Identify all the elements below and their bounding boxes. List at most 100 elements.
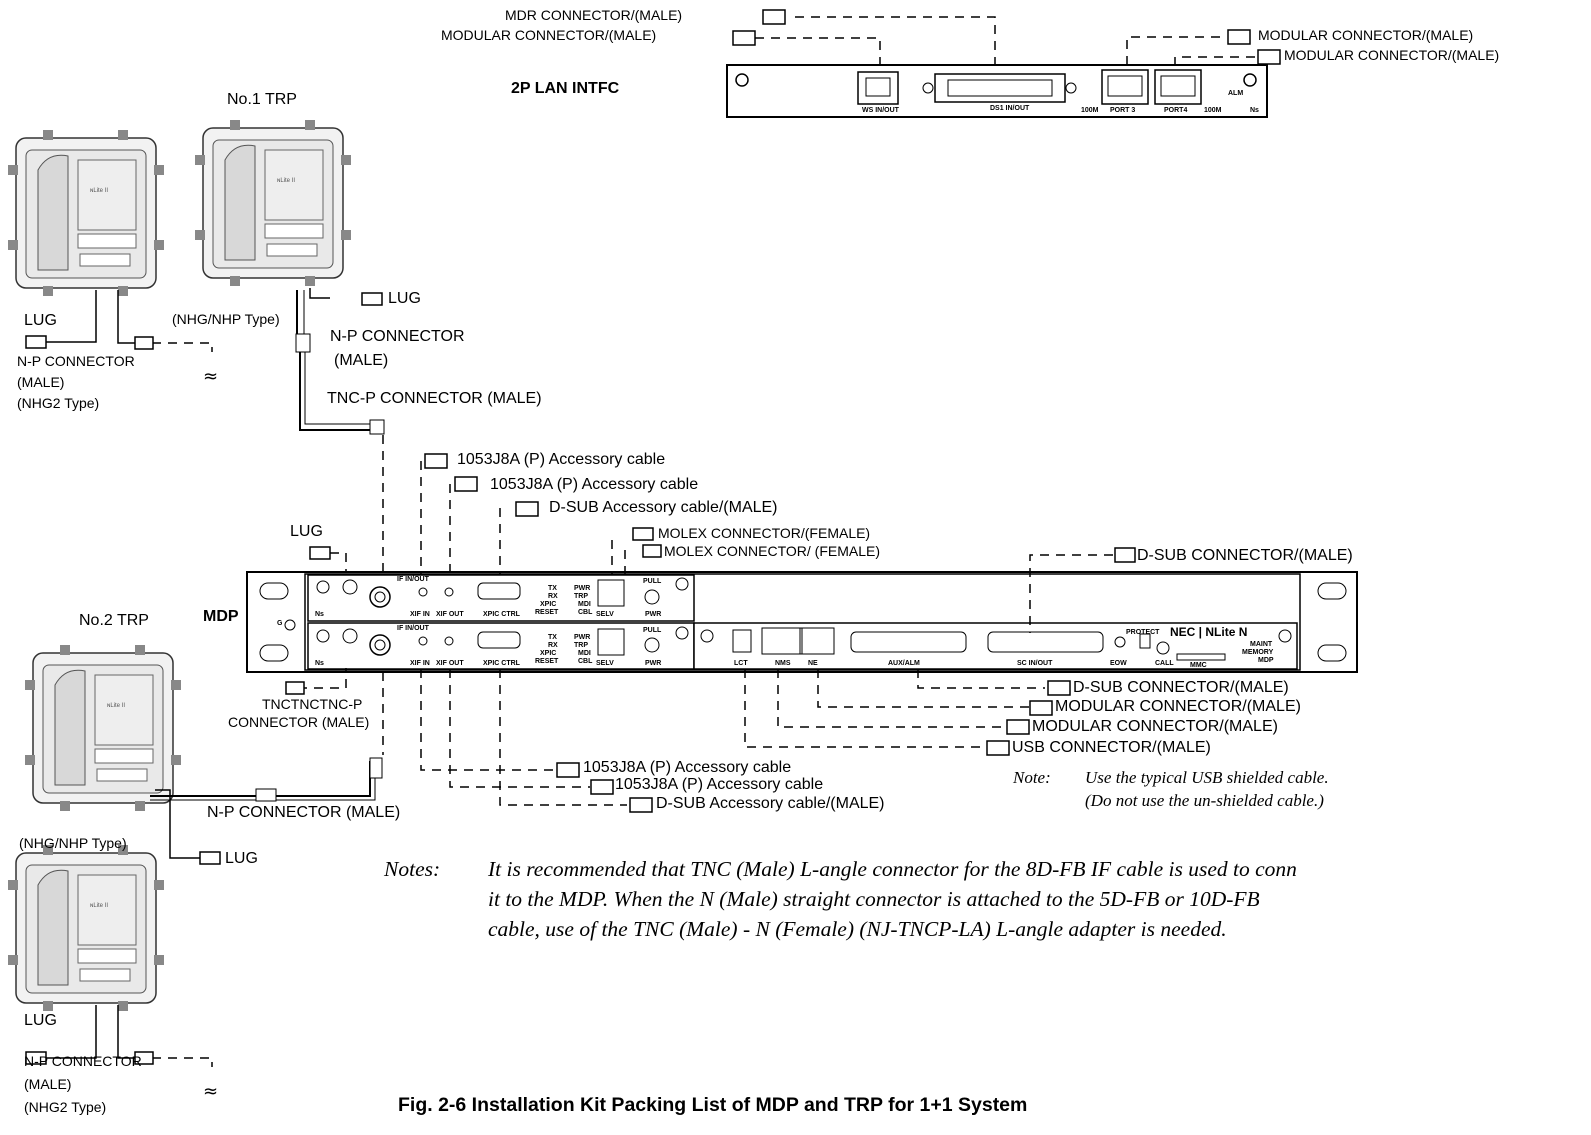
notes-line1: It is recommended that TNC (Male) L-angl… [488, 856, 1297, 883]
trp1-tnc-connector: TNC-P CONNECTOR (MALE) [327, 391, 542, 407]
if-inout-label-1: IF IN/OUT [397, 576, 429, 583]
xif-out-label-2: XIF OUT [436, 660, 464, 667]
led-100m-1: 100M [1081, 107, 1099, 114]
usb-note-line1: Use the typical USB shielded cable. [1085, 767, 1329, 789]
trp-led-label-1: TRP [574, 593, 588, 600]
mmc-label: MMC [1190, 662, 1207, 669]
trp2-title: No.2 TRP [79, 613, 149, 629]
trp2-nhp-unit [25, 645, 181, 811]
led-100m-2: 100M [1204, 107, 1222, 114]
ns-label-1: Ns [315, 611, 324, 618]
rx-label-1: RX [548, 593, 558, 600]
reset-label-1: RESET [535, 609, 558, 616]
maint-led: MAINT [1250, 641, 1272, 648]
trp2-nhg2-unit [8, 845, 164, 1011]
protect-label: PROTECT [1126, 629, 1159, 636]
trp1-title: No.1 TRP [227, 92, 297, 108]
modular-connector-label-2: MODULAR CONNECTOR/(MALE) [1258, 28, 1473, 42]
callout-dsub-connector-bottom: D-SUB CONNECTOR/(MALE) [1073, 680, 1289, 696]
svg-text:≈: ≈ [203, 366, 218, 387]
usb-note-line2: (Do not use the un-shielded cable.) [1085, 790, 1324, 812]
pwr-led-label-2: PWR [574, 634, 590, 641]
callout-1053j8a-bottom-2: 1053J8A (P) Accessory cable [615, 777, 823, 793]
mdp-chassis [247, 572, 1357, 672]
reset-label-2: RESET [535, 658, 558, 665]
trp2-nhg2-type: (NHG2 Type) [24, 1100, 106, 1114]
sc-inout-label: SC IN/OUT [1017, 660, 1052, 667]
pwr-label-1: PWR [645, 611, 661, 618]
notes-label: Notes: [384, 856, 440, 883]
ne-label: NE [808, 660, 818, 667]
nms-label: NMS [775, 660, 791, 667]
pwr-label-2: PWR [645, 660, 661, 667]
svg-text:≈: ≈ [203, 1081, 218, 1102]
xpic-ctrl-label-1: XPIC CTRL [483, 611, 520, 618]
lan-intfc-title: 2P LAN INTFC [511, 81, 619, 97]
trp1-lug-right: LUG [388, 291, 421, 307]
mdr-connector-label: MDR CONNECTOR/(MALE) [505, 8, 682, 22]
trp2-np-connector-right: N-P CONNECTOR (MALE) [207, 805, 400, 821]
eow-label: EOW [1110, 660, 1127, 667]
mdi-led-label-2: MDI [578, 650, 591, 657]
xif-in-label-2: XIF IN [410, 660, 430, 667]
port-4-label: PORT4 [1164, 107, 1187, 114]
notes-line3: cable, use of the TNC (Male) - N (Female… [488, 916, 1227, 943]
cbl-led-label-2: CBL [578, 658, 592, 665]
call-label: CALL [1155, 660, 1174, 667]
callout-usb-connector: USB CONNECTOR/(MALE) [1012, 740, 1211, 756]
memory-led: MEMORY [1242, 649, 1273, 656]
callout-modular-connector-2: MODULAR CONNECTOR/(MALE) [1032, 719, 1278, 735]
brand-logo: NEC | NLite N [1170, 626, 1247, 638]
xpic-label-1: XPIC [540, 601, 556, 608]
tx-label-2: TX [548, 634, 557, 641]
led-alm: ALM [1228, 90, 1243, 97]
trp-led-label-2: TRP [574, 642, 588, 649]
aux-alm-label: AUX/ALM [888, 660, 920, 667]
ns-label-2: Ns [315, 660, 324, 667]
trp2-np-connector: N-P CONNECTOR [24, 1054, 142, 1068]
callout-1053j8a-bottom-1: 1053J8A (P) Accessory cable [583, 760, 791, 776]
callout-molex-1: MOLEX CONNECTOR/(FEMALE) [658, 526, 870, 540]
callout-dsub-accessory-bottom: D-SUB Accessory cable/(MALE) [656, 796, 885, 812]
figure-caption: Fig. 2-6 Installation Kit Packing List o… [398, 1094, 1027, 1117]
mdp-led: MDP [1258, 657, 1274, 664]
callout-molex-2: MOLEX CONNECTOR/ (FEMALE) [664, 544, 880, 558]
port-3-label: PORT 3 [1110, 107, 1135, 114]
rx-label-2: RX [548, 642, 558, 649]
callout-dsub-connector-top: D-SUB CONNECTOR/(MALE) [1137, 548, 1353, 564]
xif-out-label-1: XIF OUT [436, 611, 464, 618]
callout-1053j8a-1: 1053J8A (P) Accessory cable [457, 452, 665, 468]
trp1-nhp-type: (NHG/NHP Type) [172, 312, 280, 326]
mdp-title: MDP [203, 609, 239, 625]
trp1-np-connector: N-P CONNECTOR [17, 354, 135, 368]
modular-connector-label-3: MODULAR CONNECTOR/(MALE) [1284, 48, 1499, 62]
g-label: G [277, 620, 282, 627]
usb-note-label: Note: [1013, 767, 1051, 789]
trp2-nhp-type: (NHG/NHP Type) [19, 836, 127, 850]
selv-label-1: SELV [596, 611, 614, 618]
selv-label-2: SELV [596, 660, 614, 667]
led-ns: Ns [1250, 107, 1259, 114]
xpic-ctrl-label-2: XPIC CTRL [483, 660, 520, 667]
trp2-tnc-connector-1: TNCTNCTNC-P [262, 697, 362, 711]
trp1-np-male-right: (MALE) [334, 353, 388, 369]
trp1-nhg2-type: (NHG2 Type) [17, 396, 99, 410]
trp2-lug-right: LUG [225, 851, 258, 867]
ac-symbols: ≈ ≈ [203, 366, 218, 1102]
callout-dsub-accessory: D-SUB Accessory cable/(MALE) [549, 500, 778, 516]
notes-line2: it to the MDP. When the N (Male) straigh… [488, 886, 1260, 913]
pwr-led-label-1: PWR [574, 585, 590, 592]
mdp-lug-label: LUG [290, 524, 323, 540]
pull-label-2: PULL [643, 627, 661, 634]
trp1-np-male: (MALE) [17, 375, 64, 389]
tx-label-1: TX [548, 585, 557, 592]
port-ds1-label: DS1 IN/OUT [990, 105, 1029, 112]
trp2-lug-left: LUG [24, 1013, 57, 1029]
trp2-tnc-connector-2: CONNECTOR (MALE) [228, 715, 369, 729]
mdi-led-label-1: MDI [578, 601, 591, 608]
if-inout-label-2: IF IN/OUT [397, 625, 429, 632]
trp1-lug-left: LUG [24, 313, 57, 329]
modular-connector-label-1: MODULAR CONNECTOR/(MALE) [441, 28, 656, 42]
trp1-np-connector-right: N-P CONNECTOR [330, 329, 465, 345]
